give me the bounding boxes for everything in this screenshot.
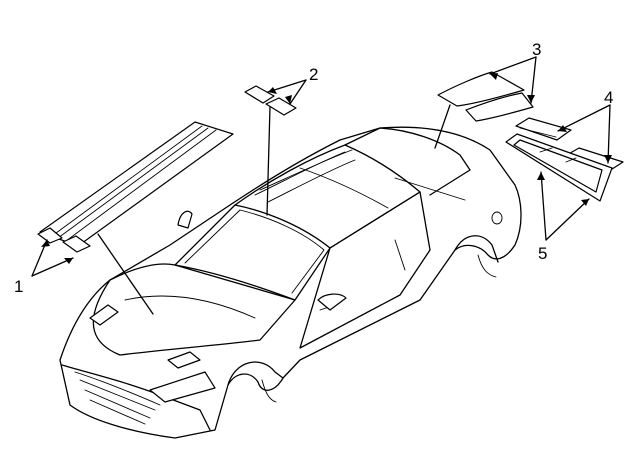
callout-4: 4 (604, 88, 613, 107)
emblem-decals-part-2 (244, 85, 297, 116)
roof-panel-part-3 (437, 71, 534, 122)
stripe-end-piece-left (37, 227, 63, 244)
stripe-kit-part-1 (37, 121, 234, 253)
callout-2: 2 (309, 65, 318, 84)
car-body-outline (59, 126, 522, 439)
leader-lines (31, 56, 612, 315)
callout-5: 5 (538, 244, 547, 263)
stripe-end-piece-right (62, 235, 91, 253)
callout-1: 1 (14, 277, 23, 296)
callout-3: 3 (532, 40, 541, 59)
tail-frame-part-5 (505, 133, 613, 202)
